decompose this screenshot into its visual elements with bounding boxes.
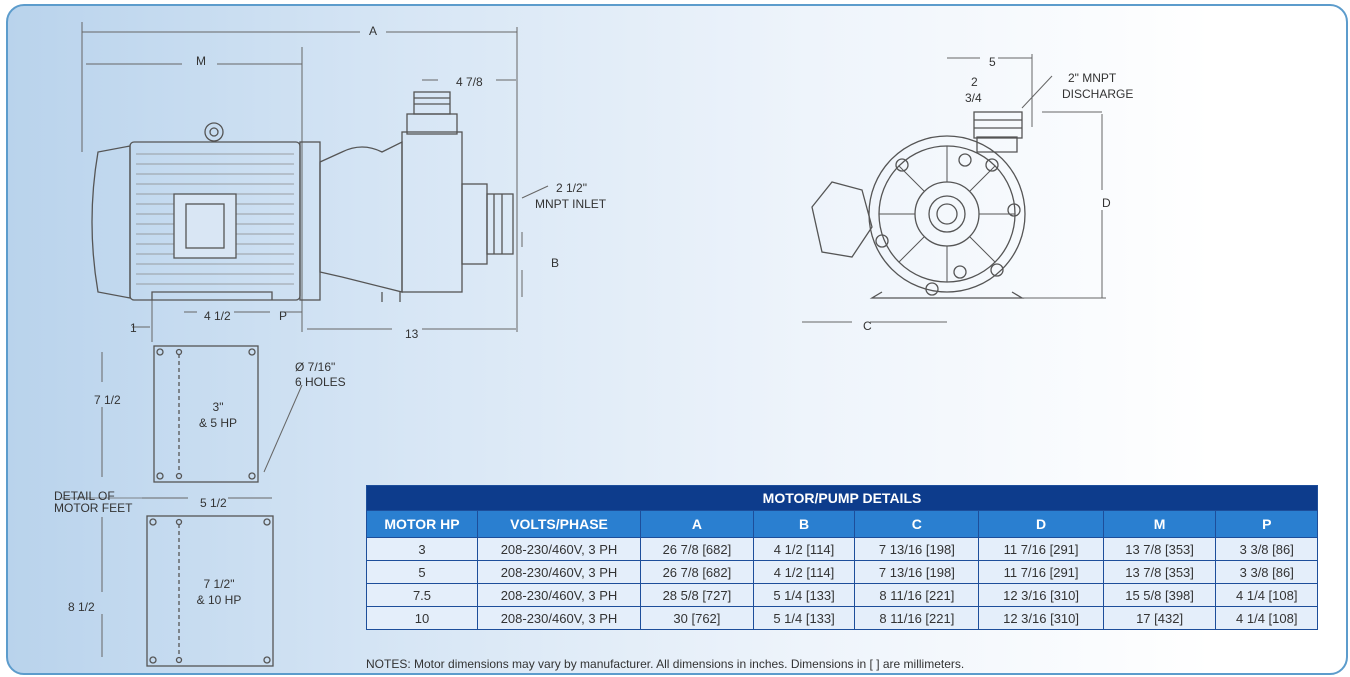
table-row: 7.5 208-230/460V, 3 PH 28 5/8 [727] 5 1/… [366,583,1318,607]
dim-2-label: 2 [971,75,978,89]
table-title: MOTOR/PUMP DETAILS [366,485,1318,511]
pump-drawing [62,22,1106,667]
diagram-panel: A M 4 7/8 2 1/2" MNPT INLET B 1 4 1/2 P … [6,4,1348,675]
holes-size-label: Ø 7/16" [295,360,336,374]
table-row: 3 208-230/460V, 3 PH 26 7/8 [682] 4 1/2 … [366,537,1318,561]
cell: 17 [432] [1102,606,1217,630]
cell: 4 1/2 [114] [752,560,856,584]
dimension-lines [81,22,1106,657]
foot-7hp-size-label: 7 1/2" [203,577,235,591]
dim-5-1-2-label: 5 1/2 [200,496,227,510]
cell: 208-230/460V, 3 PH [477,583,641,607]
dim-5-label: 5 [989,55,996,69]
dim-b-label: B [551,256,560,270]
dim-4-1-2-label: 4 1/2 [204,309,231,323]
cell: 208-230/460V, 3 PH [477,537,641,561]
dim-7-1-2-label: 7 1/2 [94,393,121,407]
table-row: 10 208-230/460V, 3 PH 30 [762] 5 1/4 [13… [366,606,1318,630]
cell: 7 13/16 [198] [854,560,980,584]
col-c: C [854,510,980,538]
inlet-size-label: 2 1/2" [556,181,587,195]
cell: 12 3/16 [310] [978,583,1104,607]
cell: 4 1/4 [108] [1215,606,1318,630]
cell: 5 1/4 [133] [752,606,856,630]
col-a: A [640,510,754,538]
dim-13-label: 13 [405,327,419,341]
cell: 30 [762] [640,606,754,630]
col-p: P [1215,510,1318,538]
foot-3hp-hp-label: & 5 HP [198,416,237,430]
col-m: M [1102,510,1217,538]
cell: 208-230/460V, 3 PH [477,606,641,630]
dim-d-label: D [1102,196,1111,210]
cell: 11 7/16 [291] [978,537,1104,561]
motor-feet-detail [62,345,274,667]
cell: 8 11/16 [221] [854,606,980,630]
cell: 3 3/8 [86] [1215,560,1318,584]
table-row: 5 208-230/460V, 3 PH 26 7/8 [682] 4 1/2 … [366,560,1318,584]
col-d: D [978,510,1104,538]
dim-a-label: A [369,24,378,38]
col-volts-phase: VOLTS/PHASE [477,510,641,538]
cell: 28 5/8 [727] [640,583,754,607]
inlet-type-label: MNPT INLET [535,197,607,211]
cell: 4 1/4 [108] [1215,583,1318,607]
cell: 208-230/460V, 3 PH [477,560,641,584]
cell: 13 7/8 [353] [1102,537,1217,561]
discharge-size-label: 2" MNPT [1068,71,1117,85]
cell: 7 13/16 [198] [854,537,980,561]
cell: 3 3/8 [86] [1215,537,1318,561]
cell: 3 [366,537,478,561]
pump-end-view [811,111,1026,299]
detail-title-line2: MOTOR FEET [54,501,133,515]
col-motor-hp: MOTOR HP [366,510,478,538]
motor-pump-details-table: MOTOR/PUMP DETAILS MOTOR HP VOLTS/PHASE … [366,485,1318,630]
cell: 10 [366,606,478,630]
detail-title-line1: DETAIL OF [54,489,115,503]
cell: 4 1/2 [114] [752,537,856,561]
pump-side-view [319,91,514,302]
cell: 5 1/4 [133] [752,583,856,607]
dim-3-4-label: 3/4 [965,91,982,105]
foot-7hp-hp-label: & 10 HP [196,593,242,607]
cell: 11 7/16 [291] [978,560,1104,584]
holes-count-label: 6 HOLES [295,375,346,389]
dim-8-1-2-label: 8 1/2 [68,600,95,614]
dim-p-label: P [279,309,288,323]
dim-c-label: C [863,319,872,333]
col-b: B [752,510,856,538]
cell: 26 7/8 [682] [640,537,754,561]
cell: 26 7/8 [682] [640,560,754,584]
cell: 15 5/8 [398] [1102,583,1217,607]
dim-1-label: 1 [130,321,137,335]
cell: 7.5 [366,583,478,607]
table-notes: NOTES: Motor dimensions may vary by manu… [366,657,965,671]
dim-m-label: M [196,54,206,68]
cell: 12 3/16 [310] [978,606,1104,630]
dim-4-7-8-label: 4 7/8 [456,75,483,89]
motor-body [91,122,321,301]
discharge-type-label: DISCHARGE [1062,87,1134,101]
cell: 13 7/8 [353] [1102,560,1217,584]
cell: 8 11/16 [221] [854,583,980,607]
foot-3hp-size-label: 3" [212,400,224,414]
cell: 5 [366,560,478,584]
